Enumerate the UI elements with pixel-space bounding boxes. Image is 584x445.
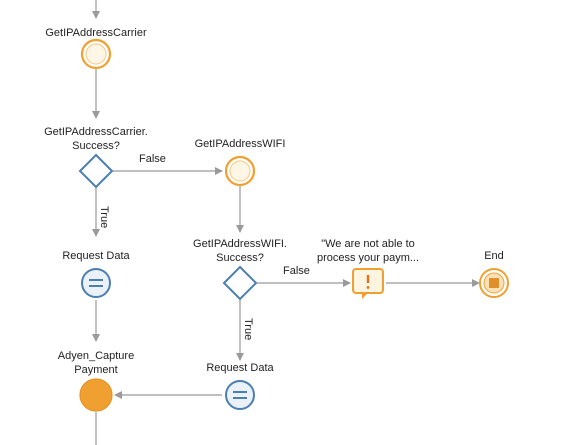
edge-false-label-1: False [139, 153, 166, 165]
end-label: End [484, 250, 504, 262]
request-data-assign-node-1[interactable] [81, 268, 111, 298]
get-ip-wifi-label: GetIPAddressWIFI [194, 138, 286, 150]
edge-true-label-2: True [242, 318, 254, 341]
message-node[interactable] [352, 268, 384, 299]
connectors [92, 0, 480, 445]
get-ip-carrier-label: GetIPAddressCarrier [45, 27, 147, 39]
message-label-line1: "We are not able to [321, 238, 415, 250]
if-wifi-success-node[interactable] [222, 265, 258, 301]
edge-true-label-1: True [98, 206, 110, 229]
if-wifi-label-line2: Success? [216, 252, 264, 264]
get-ip-wifi-action-node[interactable] [224, 155, 256, 187]
adyen-label-line1: Adyen_Capture [57, 350, 135, 362]
get-ip-carrier-action-node[interactable] [80, 38, 112, 70]
request-data-label-2: Request Data [206, 362, 274, 374]
request-data-assign-node-2[interactable] [225, 380, 255, 410]
edge-false-label-2: False [283, 265, 310, 277]
if-carrier-label: GetIPAddressCarrier. Success? [26, 125, 166, 153]
if-wifi-label-line1: GetIPAddressWIFI. [193, 238, 287, 250]
adyen-label: Adyen_Capture Payment [36, 349, 156, 377]
adyen-label-line2: Payment [74, 364, 118, 376]
if-carrier-label-line2: Success? [72, 140, 120, 152]
message-label: "We are not able to process your paym... [298, 237, 438, 265]
if-wifi-label: GetIPAddressWIFI. Success? [170, 237, 310, 265]
if-carrier-success-node[interactable] [78, 153, 114, 189]
if-carrier-label-line1: GetIPAddressCarrier. [44, 126, 148, 138]
end-node[interactable] [479, 268, 509, 298]
request-data-label-1: Request Data [62, 250, 130, 262]
message-label-line2: process your paym... [316, 252, 420, 264]
adyen-capture-payment-node[interactable] [79, 378, 113, 412]
